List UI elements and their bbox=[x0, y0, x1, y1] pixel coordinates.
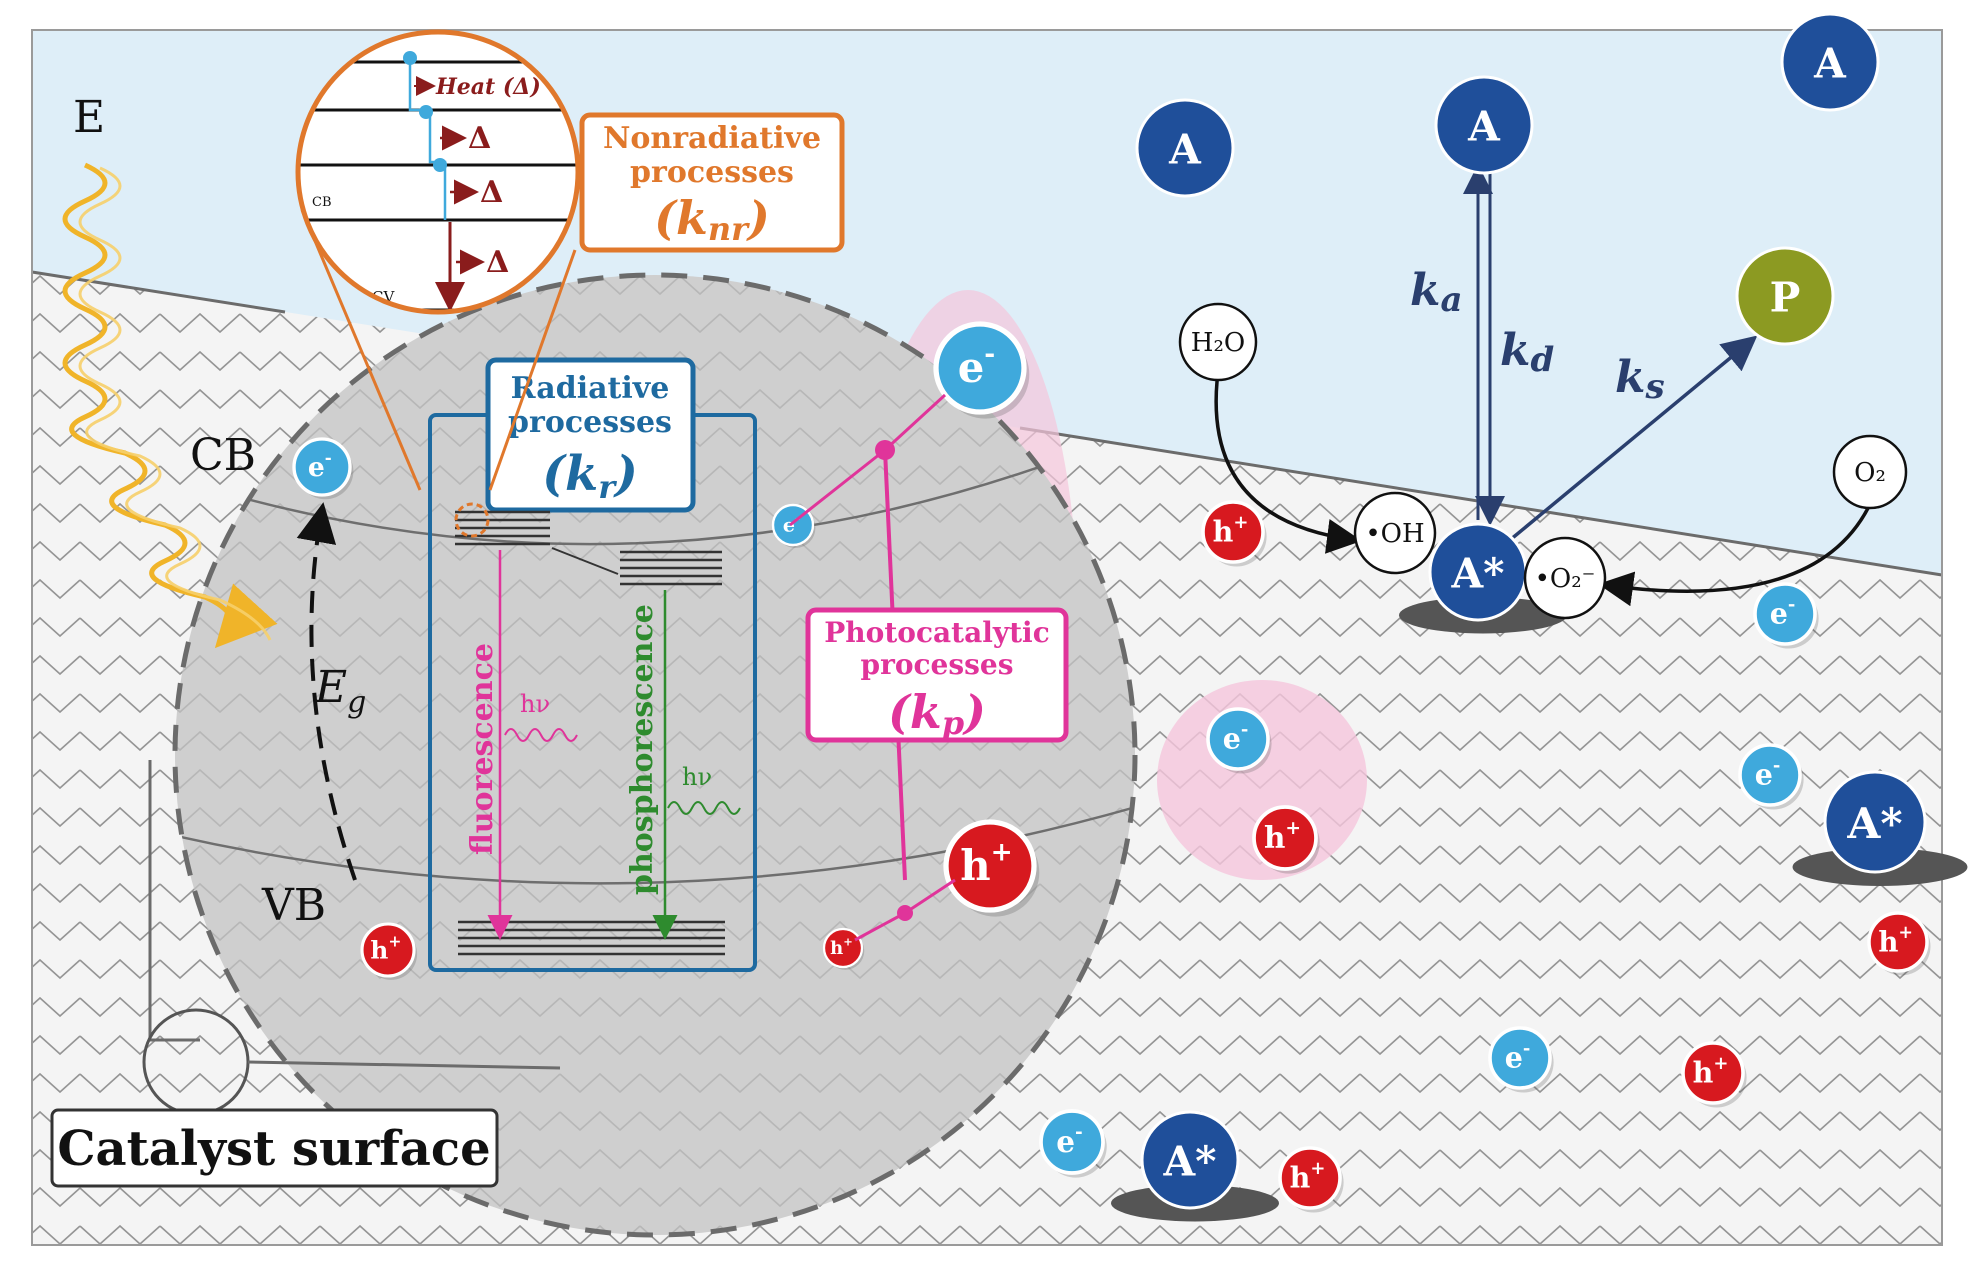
svg-text:H₂O: H₂O bbox=[1191, 328, 1245, 358]
radiative-line1: Radiative bbox=[511, 371, 670, 406]
electron-large: e- bbox=[933, 321, 1030, 419]
svg-text:O₂: O₂ bbox=[1854, 458, 1886, 488]
nonradiative-line2: processes bbox=[630, 155, 794, 190]
svg-text:h+: h+ bbox=[1878, 923, 1913, 958]
photocatalytic-label-box bbox=[805, 607, 1069, 743]
triplet-levels bbox=[620, 550, 722, 586]
delta-1: Δ bbox=[468, 121, 491, 156]
delta-2: Δ bbox=[480, 175, 503, 210]
radiative-rate: Radiative(kr) bbox=[542, 446, 638, 506]
svg-text:e-: e- bbox=[1770, 594, 1796, 631]
photocatalytic-line1: Photocatalytic bbox=[824, 616, 1050, 649]
product-p: P bbox=[1735, 246, 1835, 346]
band-gap-arrow bbox=[296, 502, 357, 881]
radiative-line2: processes bbox=[508, 405, 672, 440]
nonradiative-rate: (knr) bbox=[654, 191, 770, 248]
nonradiative-line1: Nonradiative bbox=[603, 121, 821, 156]
incident-light-wave bbox=[62, 162, 278, 649]
water-molecule: H₂O bbox=[1178, 302, 1258, 382]
heat-label: Heat (Δ) bbox=[435, 74, 541, 100]
electron-surface-3: e- bbox=[1738, 743, 1804, 810]
electron-surface-5: e- bbox=[1039, 1109, 1107, 1178]
phosphorescence-label: phosphorescence bbox=[625, 604, 660, 895]
molecule-a-star-3: A* bbox=[1111, 1110, 1279, 1222]
electron-surface-4: e- bbox=[1488, 1026, 1554, 1093]
inset-cb: CB bbox=[312, 195, 332, 210]
singlet-levels bbox=[455, 510, 550, 546]
svg-text:A: A bbox=[1467, 102, 1501, 150]
hole-surface-4: h+ bbox=[1681, 1041, 1747, 1108]
ka-label: ka bbox=[1410, 265, 1463, 320]
oxygen-reduction-arrow bbox=[1598, 499, 1874, 607]
photocatalytic-rate: (kp) bbox=[888, 685, 986, 742]
hole-surface-3: h+ bbox=[1867, 911, 1931, 976]
molecule-a-3: A bbox=[1780, 12, 1880, 112]
hole-surface-2: h+ bbox=[1252, 805, 1320, 874]
molecule-a-1: A bbox=[1135, 98, 1235, 198]
catalyst-surface-label: Catalyst surface bbox=[57, 1121, 490, 1177]
electron-surface-1: e- bbox=[1206, 707, 1272, 774]
svg-text:A: A bbox=[1813, 39, 1847, 87]
radiative-label-box bbox=[485, 357, 696, 513]
water-oxidation-arrow bbox=[1214, 371, 1362, 554]
energy-axis-label: E bbox=[73, 92, 105, 143]
delta-3: Δ bbox=[486, 245, 509, 280]
hole-surface-5: h+ bbox=[1278, 1146, 1344, 1213]
svg-text:•OH: •OH bbox=[1365, 519, 1424, 549]
phosphorescence-hv: hν bbox=[682, 763, 712, 791]
molecule-a-2: A bbox=[1434, 75, 1534, 175]
svg-text:A*: A* bbox=[1846, 799, 1902, 849]
band-gap-label: Eg bbox=[314, 662, 366, 720]
molecule-a-star-1: A* bbox=[1399, 522, 1567, 634]
hole-small: h+ bbox=[822, 927, 865, 970]
superoxide-radical: •O₂⁻ bbox=[1523, 536, 1607, 620]
molecule-a-star-2: A* bbox=[1792, 770, 1968, 886]
photocatalytic-line2: processes bbox=[861, 648, 1014, 681]
nonradiative-label-box bbox=[579, 112, 845, 253]
svg-text:A: A bbox=[1168, 125, 1202, 173]
svg-text:P: P bbox=[1770, 273, 1801, 321]
fluorescence-label: fluorescence bbox=[465, 643, 500, 855]
ks-label: ks bbox=[1615, 352, 1665, 407]
inset-focus-ring bbox=[454, 502, 490, 538]
catalyst-surface-box bbox=[50, 1108, 499, 1188]
hole-large: h+ bbox=[943, 819, 1040, 917]
hydroxyl-radical: •OH bbox=[1353, 491, 1437, 575]
svg-text:A*: A* bbox=[1451, 549, 1505, 597]
electron-surface-2: e- bbox=[1753, 582, 1819, 649]
electron-cb: e- bbox=[292, 437, 354, 500]
svg-text:A*: A* bbox=[1163, 1137, 1217, 1185]
svg-text:•O₂⁻: •O₂⁻ bbox=[1535, 564, 1596, 594]
surface-reaction-arrow bbox=[1508, 335, 1758, 542]
cb-label: CB bbox=[190, 430, 256, 481]
kd-label: kd bbox=[1500, 325, 1555, 380]
hole-surface-1: h+ bbox=[1201, 500, 1267, 567]
vb-label: VB bbox=[261, 880, 326, 931]
fluorescence-hv: hν bbox=[520, 690, 550, 718]
oxygen-molecule: O₂ bbox=[1832, 434, 1908, 510]
hole-vb: h+ bbox=[360, 922, 418, 980]
